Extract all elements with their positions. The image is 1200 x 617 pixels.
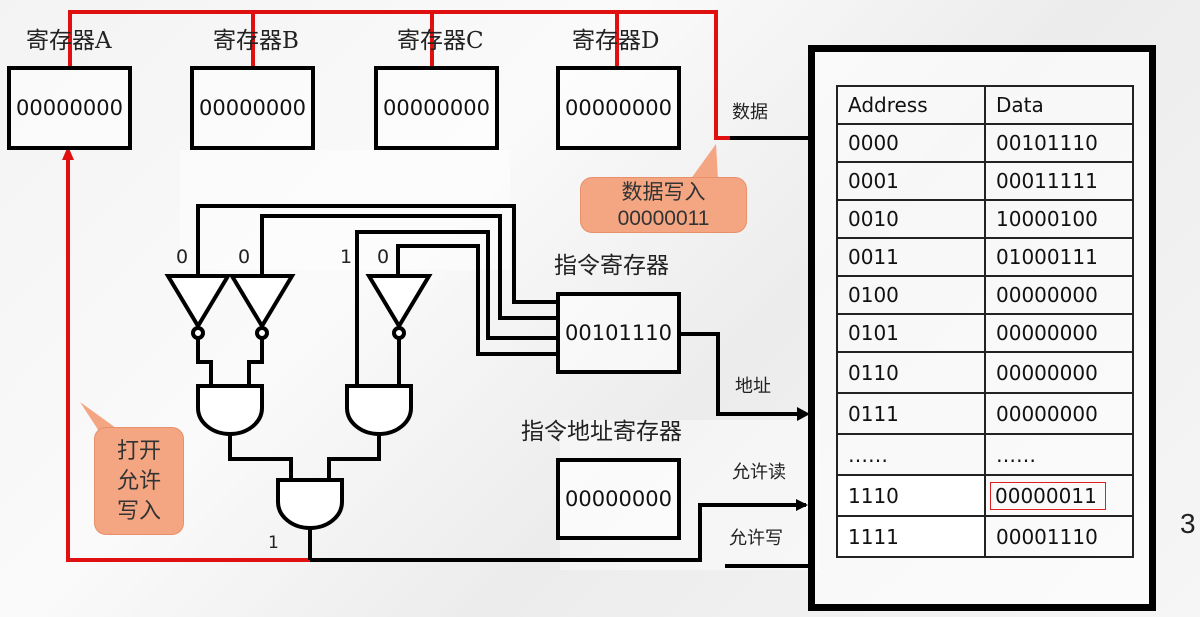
- data-bus: [66, 10, 730, 562]
- memory-data-cell: 00011111: [984, 161, 1134, 201]
- memory-data-cell: 00000011: [984, 474, 1134, 517]
- callout-pointer: [690, 144, 718, 180]
- instruction-bit-wires: [196, 204, 558, 385]
- write-enable-wire: [310, 503, 806, 562]
- memory-address-cell: 0011: [836, 237, 986, 277]
- callout-value: 00000011: [617, 207, 710, 230]
- memory-address-cell: 1111: [836, 515, 986, 558]
- address-signal-label: 地址: [735, 376, 771, 397]
- memory-address-cell: 0110: [836, 351, 986, 394]
- register-d: 00000000: [556, 66, 681, 150]
- not-gate: [365, 274, 433, 340]
- memory-address-cell: ……: [836, 433, 986, 476]
- memory-data-cell: 00101110: [984, 123, 1134, 163]
- open-write-callout: 打开 允许 写入: [94, 427, 184, 535]
- arrow-right-icon: [796, 499, 808, 511]
- memory-address-cell: 0010: [836, 199, 986, 239]
- and-gate: [345, 384, 413, 436]
- memory-row: …………: [836, 433, 1134, 476]
- memory-data-cell: 00000000: [984, 275, 1134, 315]
- memory-data-cell: 01000111: [984, 237, 1134, 277]
- decoder-bit: 1: [340, 246, 353, 268]
- memory-data-cell: 00001110: [984, 515, 1134, 558]
- memory-address-cell: 0111: [836, 392, 986, 435]
- decoder-bit: 0: [377, 246, 390, 268]
- memory-address-cell: 0000: [836, 123, 986, 163]
- memory-address-cell: 0100: [836, 275, 986, 315]
- instruction-address-register-title: 指令地址寄存器: [521, 418, 682, 444]
- data-bus-line: [68, 10, 730, 140]
- memory-data-cell: 00000000: [984, 351, 1134, 394]
- register-b: 00000000: [190, 66, 315, 150]
- callout-text: 打开: [116, 438, 161, 463]
- header-data: Data: [984, 85, 1134, 125]
- register-d-title: 寄存器D: [572, 28, 660, 54]
- decoder-bit: 0: [176, 246, 189, 268]
- callout-text: 允许: [116, 468, 161, 493]
- slide-number: 3: [1180, 508, 1196, 539]
- memory-data-cell: 00000000: [984, 392, 1134, 435]
- memory-address-cell: 0001: [836, 161, 986, 201]
- address-wire: [680, 332, 800, 416]
- instruction-register-title: 指令寄存器: [554, 252, 669, 278]
- register-c-title: 寄存器C: [397, 28, 484, 54]
- arrow-up-icon: [62, 146, 74, 160]
- and-gate-final: [276, 478, 344, 530]
- instruction-register: 00101110: [556, 292, 681, 374]
- callout-text: 写入: [116, 498, 161, 523]
- memory-data-cell: ……: [984, 433, 1134, 476]
- data-write-callout: 数据写入 00000011: [580, 177, 747, 233]
- register-c: 00000000: [374, 66, 499, 150]
- not-gate: [164, 274, 232, 340]
- memory-header-row: Address Data: [836, 85, 1134, 125]
- not-gate: [228, 274, 296, 340]
- write-enable-label: 允许写: [729, 528, 783, 549]
- data-signal-label: 数据: [732, 102, 768, 123]
- memory-data-cell: 00000000: [984, 313, 1134, 353]
- decoder-output-bit: 1: [268, 533, 279, 553]
- write-enable-red-line: [66, 160, 310, 562]
- register-a: 00000000: [7, 66, 132, 150]
- register-b-title: 寄存器B: [213, 28, 299, 54]
- arrow-right-icon: [797, 407, 810, 421]
- header-address: Address: [836, 85, 986, 125]
- memory-data-cell: 10000100: [984, 199, 1134, 239]
- and-gate: [196, 384, 264, 436]
- read-enable-label: 允许读: [732, 462, 786, 483]
- highlighted-data-value: 00000011: [990, 481, 1106, 510]
- background-block: [180, 150, 510, 270]
- instruction-address-register: 00000000: [556, 458, 681, 540]
- callout-text: 数据写入: [621, 181, 706, 204]
- memory-address-cell: 1110: [836, 474, 986, 517]
- memory-address-cell: 0101: [836, 313, 986, 353]
- register-a-title: 寄存器A: [26, 28, 112, 54]
- decoder-bit: 0: [238, 246, 251, 268]
